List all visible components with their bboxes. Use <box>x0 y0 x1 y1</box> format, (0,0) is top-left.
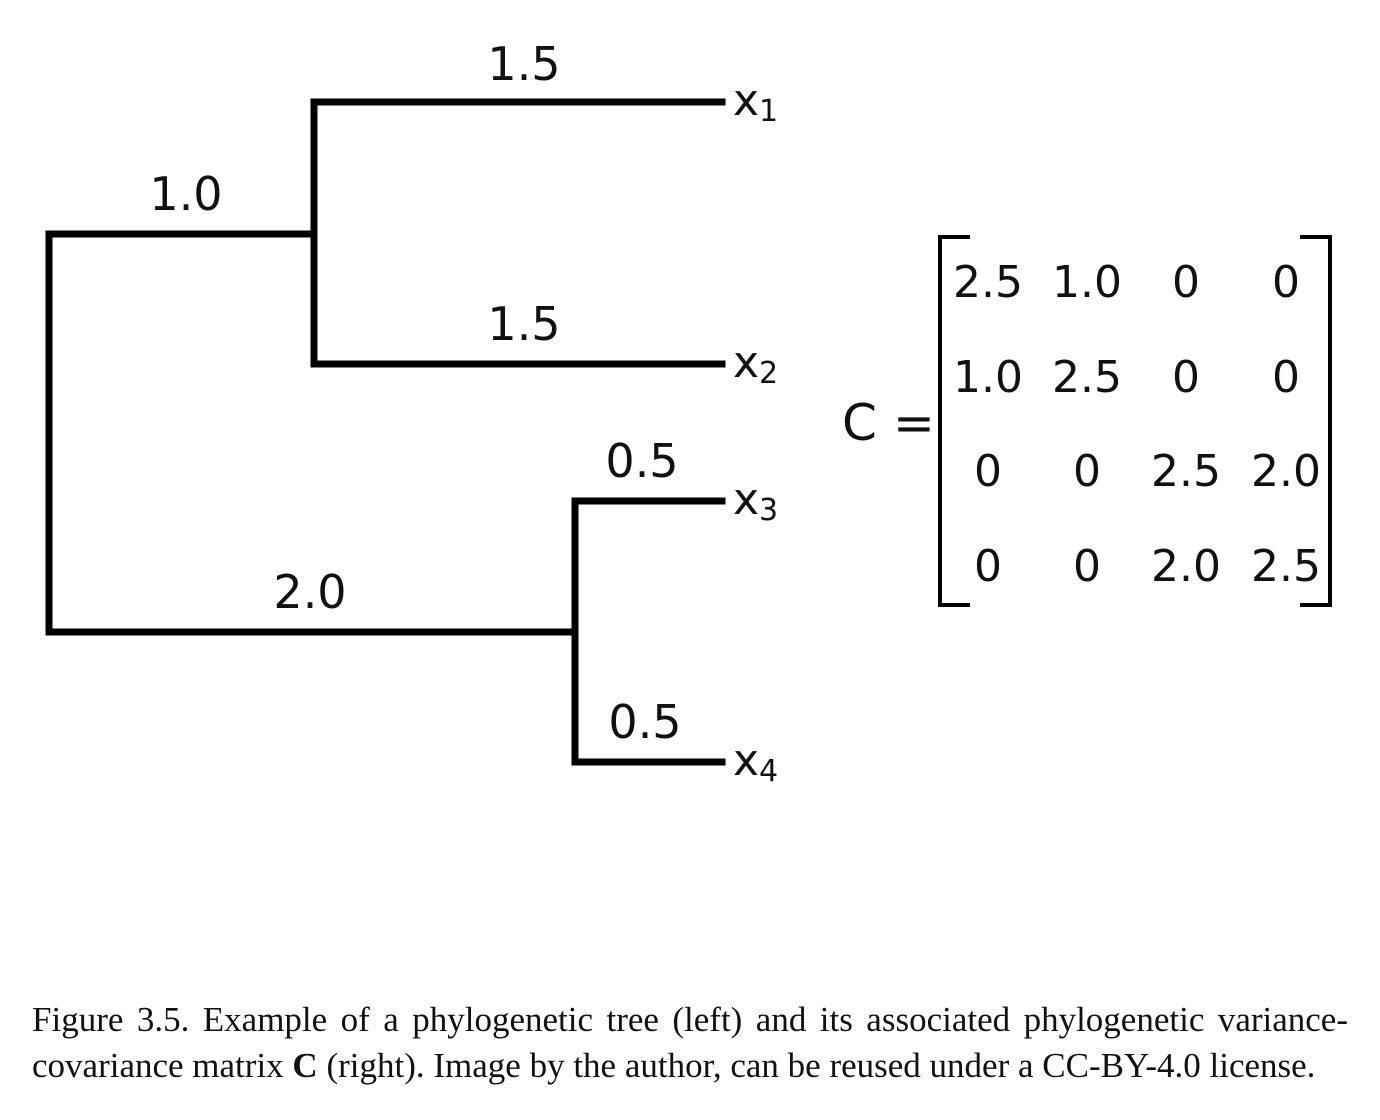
matrix-cell: 1.0 <box>1052 257 1122 308</box>
matrix-cell: 0 <box>1272 352 1300 403</box>
matrix-cell: 2.5 <box>1151 446 1221 497</box>
matrix-cell: 0 <box>1172 257 1200 308</box>
matrix-symbol: C <box>842 394 877 452</box>
matrix-cell: 2.0 <box>1251 446 1321 497</box>
caption-text-suffix: (right). Image by the author, can be reu… <box>317 1046 1316 1085</box>
caption-matrix-symbol: C <box>292 1046 318 1085</box>
tip-label-x3: x3 <box>733 474 778 528</box>
tip-label-x3-base: x <box>733 474 759 525</box>
matrix-cell: 0 <box>1073 446 1101 497</box>
branch-length-x1: 1.5 <box>487 37 560 91</box>
tip-label-x1-base: x <box>733 75 759 126</box>
matrix-cell: 0 <box>1073 541 1101 592</box>
phylogenetic-tree <box>45 98 726 766</box>
tip-label-x1: x1 <box>733 75 778 129</box>
tip-label-x4-base: x <box>733 735 759 786</box>
matrix-cell: 1.0 <box>953 352 1023 403</box>
branch-length-x4: 0.5 <box>608 695 681 749</box>
tip-label-x2-base: x <box>733 337 759 388</box>
matrix-cell: 0 <box>974 446 1002 497</box>
equals-sign: = <box>893 394 935 452</box>
matrix-row-3: 0 0 2.5 2.0 <box>974 446 1321 497</box>
matrix-row-4: 0 0 2.0 2.5 <box>974 541 1321 592</box>
matrix-cell: 2.5 <box>1251 541 1321 592</box>
matrix-cell: 0 <box>1172 352 1200 403</box>
matrix-cell: 0 <box>974 541 1002 592</box>
branch-length-x3x4-stem: 2.0 <box>273 565 346 619</box>
figure-caption: Figure 3.5. Example of a phylogenetic tr… <box>32 997 1348 1089</box>
matrix-right-bracket <box>1300 235 1332 607</box>
tip-label-x4-sub: 4 <box>759 754 778 789</box>
figure: 1.5 1.0 1.5 0.5 2.0 0.5 x1 x2 x3 x4 C = … <box>45 37 1332 789</box>
branch-length-x3: 0.5 <box>605 434 678 488</box>
tip-label-x2-sub: 2 <box>759 356 778 391</box>
matrix-cell: 2.0 <box>1151 541 1221 592</box>
tip-label-x4: x4 <box>733 735 778 789</box>
matrix-left-bracket <box>938 235 970 607</box>
branch-length-x2: 1.5 <box>487 297 560 351</box>
matrix-row-1: 2.5 1.0 0 0 <box>953 257 1300 308</box>
matrix-cell: 2.5 <box>1052 352 1122 403</box>
tip-label-x1-sub: 1 <box>759 94 778 129</box>
tip-label-x3-sub: 3 <box>759 493 778 528</box>
figure-canvas: 1.5 1.0 1.5 0.5 2.0 0.5 x1 x2 x3 x4 C = … <box>45 37 1332 789</box>
matrix-cell: 2.5 <box>953 257 1023 308</box>
branch-length-x1x2-stem: 1.0 <box>149 167 222 221</box>
tip-label-x2: x2 <box>733 337 778 391</box>
matrix-row-2: 1.0 2.5 0 0 <box>953 352 1300 403</box>
caption-text-prefix: Figure 3.5. Example of a phylogenetic tr… <box>32 1000 1348 1085</box>
covariance-matrix-equation: C = 2.5 1.0 0 0 1.0 2.5 0 0 0 0 2.5 2.0 <box>842 235 1332 607</box>
matrix-cell: 0 <box>1272 257 1300 308</box>
